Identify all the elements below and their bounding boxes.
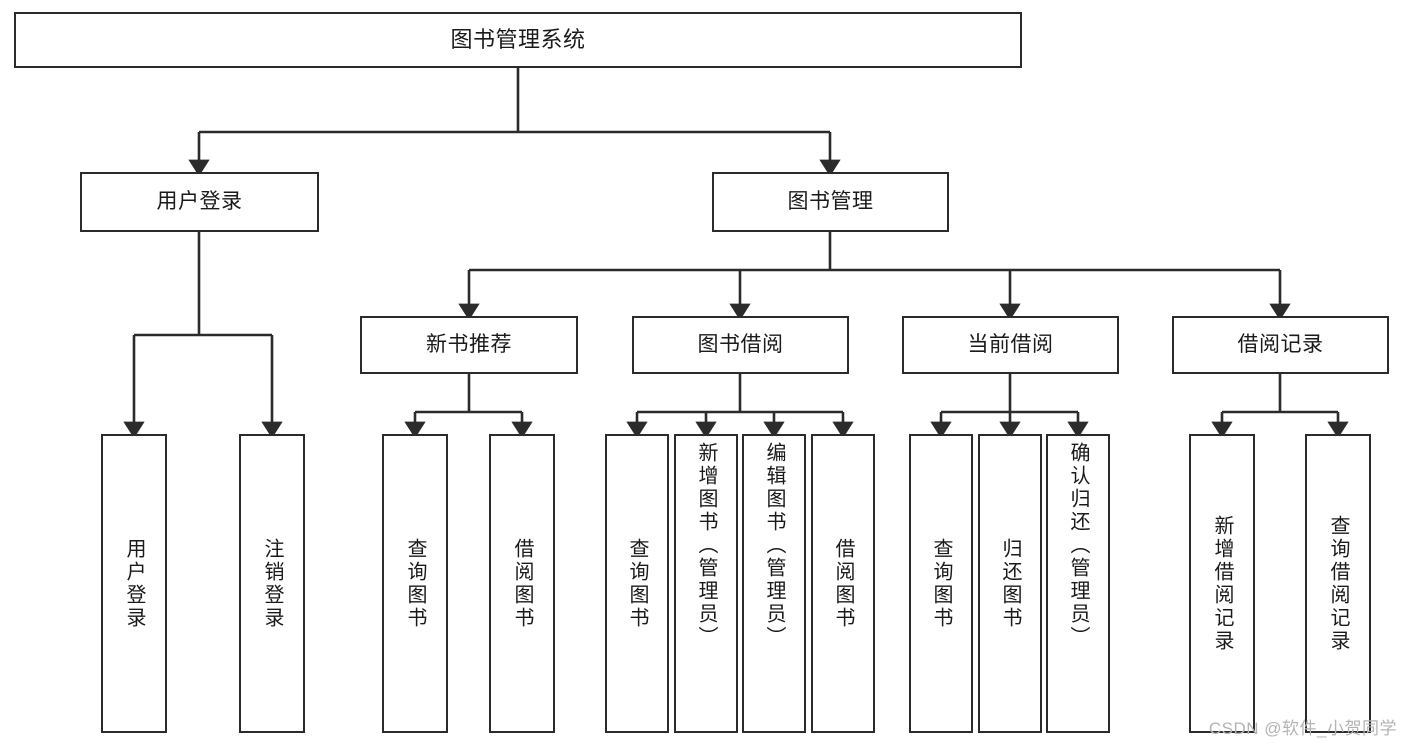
node-label: 用户登录 (156, 189, 243, 213)
node-label: 查询图书 (626, 537, 648, 630)
node-book-management[interactable]: 图书管理 (712, 172, 949, 232)
leaf-current-borrow-return-book[interactable]: 归还图书 (978, 434, 1042, 733)
node-label: 借阅图书 (511, 537, 533, 630)
node-borrow-record[interactable]: 借阅记录 (1172, 316, 1389, 374)
node-root-book-management-system[interactable]: 图书管理系统 (14, 12, 1022, 68)
leaf-borrow-record-add-record[interactable]: 新增借阅记录 (1189, 434, 1255, 733)
leaf-new-book-query-book[interactable]: 查询图书 (382, 434, 448, 733)
csdn-watermark: CSDN @软件_小贺同学 (1208, 719, 1397, 738)
leaf-book-borrow-edit-book-admin[interactable]: 编辑图书（管理员） (742, 434, 806, 733)
node-label: 编辑图书（管理员） (763, 442, 785, 649)
node-label: 图书管理 (787, 189, 874, 213)
leaf-new-book-borrow-book[interactable]: 借阅图书 (489, 434, 555, 733)
node-label: 归还图书 (999, 537, 1021, 630)
leaf-user-login-logout[interactable]: 注销登录 (239, 434, 305, 733)
node-current-borrow[interactable]: 当前借阅 (902, 316, 1119, 374)
leaf-book-borrow-query-book[interactable]: 查询图书 (605, 434, 669, 733)
node-book-borrow[interactable]: 图书借阅 (632, 316, 849, 374)
node-label: 当前借阅 (967, 332, 1054, 356)
node-label: 新增借阅记录 (1211, 514, 1233, 653)
node-label: 查询图书 (930, 537, 952, 630)
leaf-book-borrow-borrow-book[interactable]: 借阅图书 (811, 434, 875, 733)
node-user-login[interactable]: 用户登录 (80, 172, 319, 232)
leaf-current-borrow-confirm-return-admin[interactable]: 确认归还（管理员） (1046, 434, 1110, 733)
node-label: 图书管理系统 (450, 27, 586, 53)
leaf-user-login-login[interactable]: 用户登录 (101, 434, 167, 733)
node-label: 借阅记录 (1237, 332, 1324, 356)
leaf-current-borrow-query-book[interactable]: 查询图书 (909, 434, 973, 733)
node-label: 新书推荐 (426, 332, 512, 356)
leaf-book-borrow-add-book-admin[interactable]: 新增图书（管理员） (674, 434, 738, 733)
node-label: 确认归还（管理员） (1067, 442, 1089, 649)
node-label: 借阅图书 (832, 537, 854, 630)
node-new-book-recommend[interactable]: 新书推荐 (360, 316, 578, 374)
node-label: 查询图书 (404, 537, 426, 630)
node-label: 查询借阅记录 (1327, 514, 1349, 653)
node-label: 用户登录 (123, 537, 145, 630)
node-label: 注销登录 (261, 537, 283, 630)
node-label: 新增图书（管理员） (695, 442, 717, 649)
node-label: 图书借阅 (697, 332, 784, 356)
leaf-borrow-record-query-record[interactable]: 查询借阅记录 (1305, 434, 1371, 733)
